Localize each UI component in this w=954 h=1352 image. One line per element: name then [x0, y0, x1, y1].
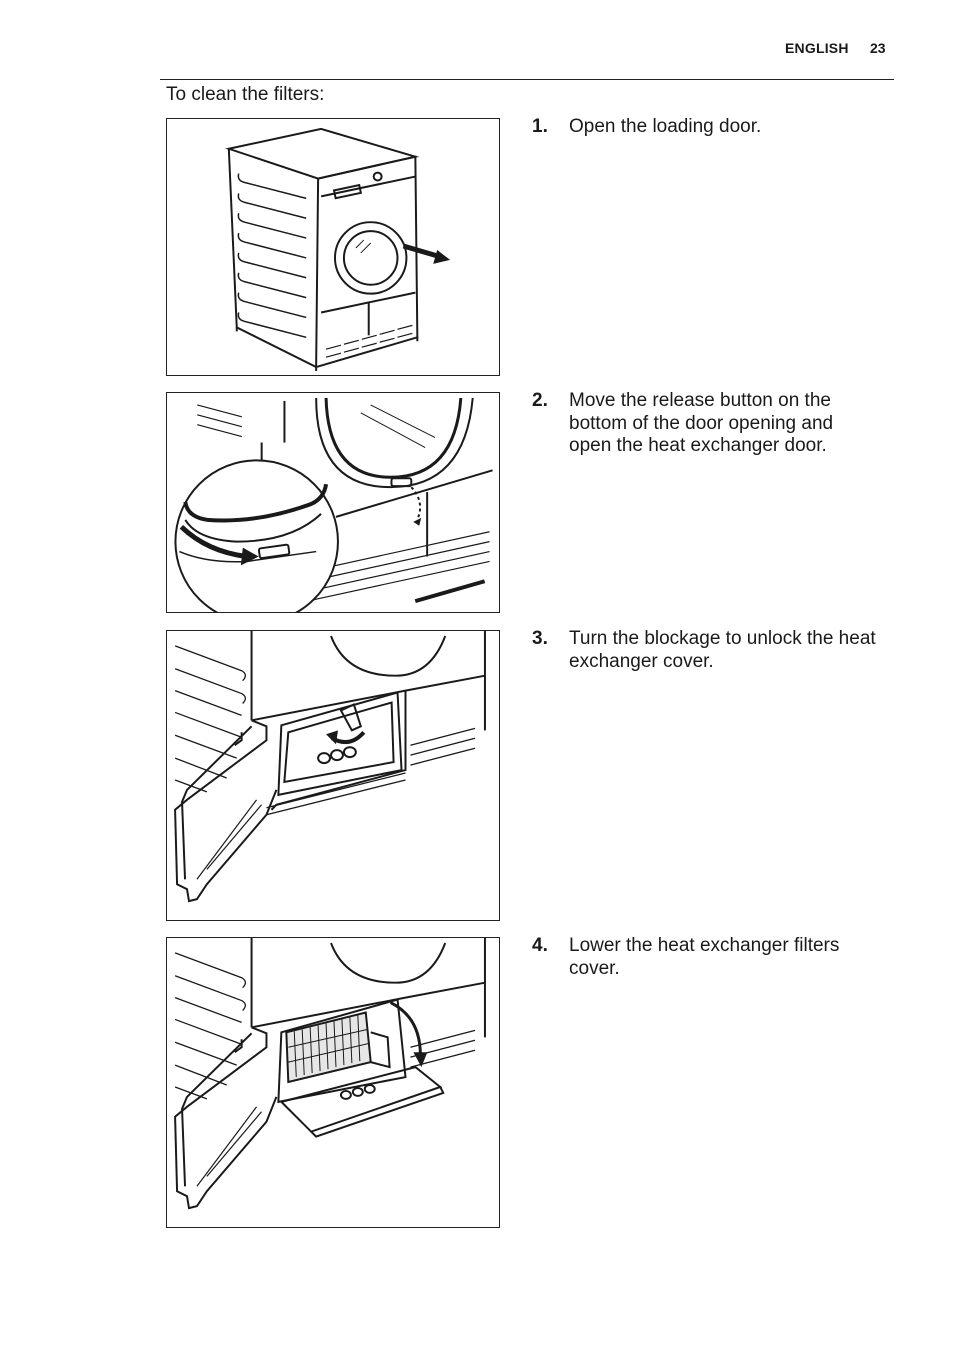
filters-cover-illustration — [174, 938, 486, 1210]
step-text: Open the loading door. — [569, 116, 762, 137]
header-divider — [160, 79, 894, 80]
figure-open-loading-door — [166, 118, 500, 376]
page-number: 23 — [870, 40, 886, 56]
figure-release-button — [166, 392, 500, 613]
step-2: 2. Move the release button on the bottom… — [532, 390, 877, 458]
header-language: ENGLISH — [785, 40, 849, 56]
step-number: 3. — [532, 628, 548, 649]
step-number: 1. — [532, 116, 548, 137]
figure-lower-filters-cover — [166, 937, 500, 1228]
figure-turn-blockage — [166, 630, 500, 921]
step-number: 2. — [532, 390, 548, 411]
step-4: 4. Lower the heat exchanger filters cove… — [532, 935, 877, 980]
dryer-illustration — [225, 127, 451, 372]
release-button-illustration — [174, 397, 493, 612]
blockage-illustration — [174, 631, 486, 903]
step-text: Move the release button on the bottom of… — [569, 390, 834, 456]
step-1: 1. Open the loading door. — [532, 116, 877, 139]
step-3: 3. Turn the blockage to unlock the heat … — [532, 628, 877, 673]
intro-text: To clean the filters: — [166, 84, 325, 105]
step-text: Lower the heat exchanger filters cover. — [569, 935, 840, 979]
step-text: Turn the blockage to unlock the heat exc… — [569, 628, 876, 672]
step-number: 4. — [532, 935, 548, 956]
